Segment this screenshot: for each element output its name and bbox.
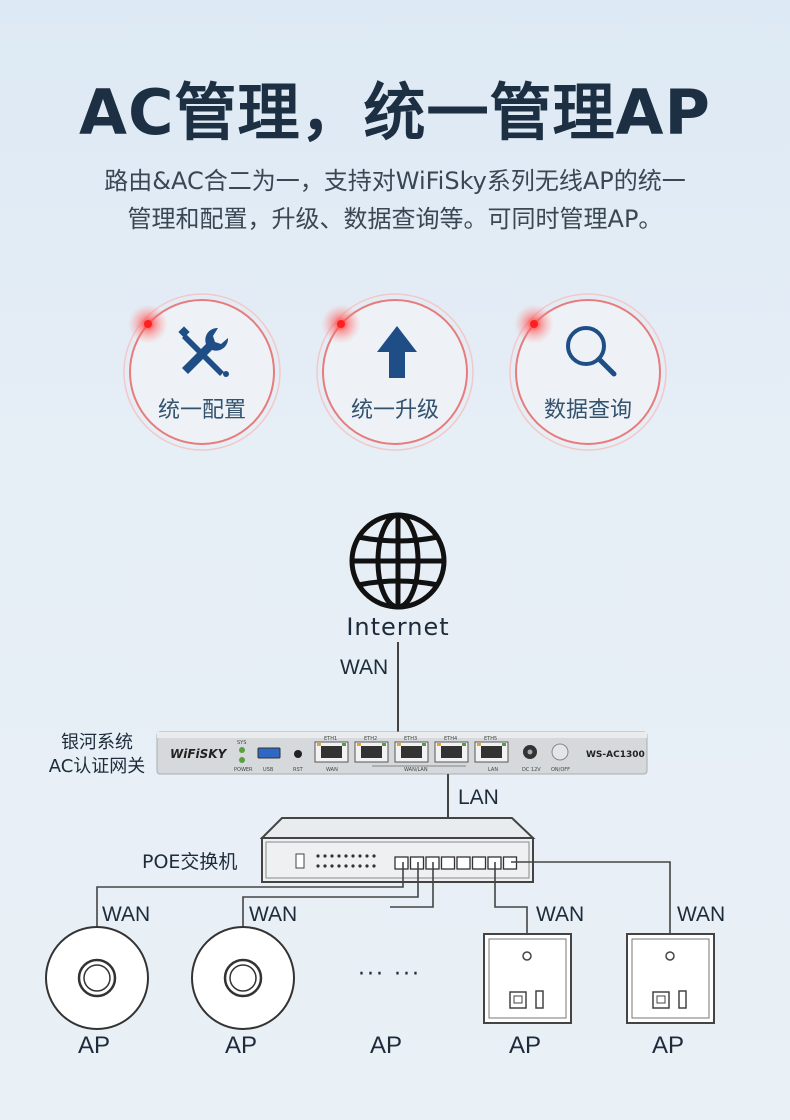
poe-led <box>372 854 376 858</box>
eth-port-1: ETH1 <box>314 736 349 763</box>
onoff-label: ON/OFF <box>551 767 570 773</box>
poe-led <box>372 864 376 868</box>
eth-port-label: ETH3 <box>404 736 417 742</box>
ap-label-2: AP <box>225 1032 258 1059</box>
feature-label: 数据查询 <box>543 398 632 423</box>
lan-label: LAN <box>458 786 499 809</box>
device-brand: WiFiSKY <box>170 747 228 761</box>
switch-cables <box>96 861 671 934</box>
ap-wan-label-4: WAN <box>677 903 726 926</box>
ap-label-4: AP <box>509 1032 542 1059</box>
poe-led <box>344 854 348 858</box>
subtitle-line-2: 管理和配置，升级、数据查询等。可同时管理AP。 <box>127 205 663 233</box>
poe-power-led <box>295 853 305 869</box>
poe-port <box>471 856 487 870</box>
poe-port <box>394 856 409 870</box>
internet-label: Internet <box>346 613 449 641</box>
poe-led <box>323 854 327 858</box>
poe-switch-device <box>259 817 536 883</box>
ac-label-line-2: AC认证网关 <box>48 756 146 777</box>
eth-port-3: ETH3 <box>394 736 429 763</box>
eth-port-label: ETH1 <box>324 736 337 742</box>
eth1-sub-label: WAN <box>326 767 338 773</box>
poe-led <box>358 854 362 858</box>
eth-port-4: ETH4 <box>434 736 469 763</box>
poe-led <box>316 854 320 858</box>
poe-led <box>365 854 369 858</box>
ac-label-line-1: 银河系统 <box>61 732 133 753</box>
poe-led <box>330 864 334 868</box>
page-subtitle: 路由&AC合二为一，支持对WiFiSky系列无线AP的统一 管理和配置，升级、数… <box>60 162 730 238</box>
poe-port <box>409 856 425 870</box>
globe-icon <box>349 512 447 610</box>
poe-port <box>440 856 456 870</box>
eth-port-label: ETH5 <box>484 736 497 742</box>
ceiling-ap-2 <box>191 926 295 1030</box>
power-label: POWER <box>234 767 253 773</box>
feature-label: 统一配置 <box>157 398 246 423</box>
ac-gateway-device: WiFiSKY SYS POWER USB RST ETH1 ETH2 ETH3 ET… <box>156 731 648 775</box>
poe-led <box>351 854 355 858</box>
device-model: WS-AC1300 <box>586 750 645 760</box>
poe-port <box>502 856 518 870</box>
feature-circle <box>123 293 281 451</box>
usb-label: USB <box>263 767 274 773</box>
ap-wan-label-3: WAN <box>536 903 585 926</box>
wrench-screwdriver-icon <box>178 326 229 377</box>
poe-led <box>316 864 320 868</box>
poe-led <box>358 864 362 868</box>
poe-switch-label: POE交换机 <box>142 851 238 873</box>
eth-port-label: ETH4 <box>444 736 457 742</box>
eth-port-5: ETH5 <box>474 736 509 763</box>
subtitle-line-1: 路由&AC合二为一，支持对WiFiSky系列无线AP的统一 <box>104 167 686 195</box>
ap-label-3: AP <box>370 1032 403 1059</box>
wanlan-sub-label: WAN/LAN <box>404 767 428 773</box>
feature-config: 统一配置 <box>122 292 282 452</box>
dc-label: DC 12V <box>522 767 541 773</box>
arrow-up-icon <box>377 326 417 378</box>
poe-led <box>351 864 355 868</box>
sys-label: SYS <box>237 740 246 746</box>
feature-circle <box>509 293 667 451</box>
eth5-sub-label: LAN <box>488 767 498 773</box>
poe-led <box>337 854 341 858</box>
feature-label: 统一升级 <box>350 398 439 423</box>
eth-port-label: ETH2 <box>364 736 377 742</box>
ap-label-1: AP <box>78 1032 111 1059</box>
poe-led <box>330 854 334 858</box>
poe-led <box>337 864 341 868</box>
wan-label: WAN <box>340 656 388 679</box>
poe-led <box>344 864 348 868</box>
ap-ellipsis: ··· ··· <box>358 962 421 987</box>
ap-wan-label-1: WAN <box>102 903 151 926</box>
wall-ap-1 <box>483 933 572 1024</box>
poe-led <box>365 864 369 868</box>
ac-gateway-label: 银河系统 AC认证网关 <box>38 731 156 779</box>
ap-wan-label-2: WAN <box>249 903 298 926</box>
rst-label: RST <box>293 767 304 773</box>
feature-upgrade: 统一升级 <box>315 292 475 452</box>
poe-port <box>456 856 471 870</box>
feature-query: 数据查询 <box>508 292 668 452</box>
ap-label-5: AP <box>652 1032 685 1059</box>
wall-ap-2 <box>626 933 715 1024</box>
poe-led <box>323 864 327 868</box>
eth-port-2: ETH2 <box>354 736 389 763</box>
page-title: AC管理，统一管理AP <box>79 76 711 149</box>
ceiling-ap-1 <box>45 926 149 1030</box>
magnifier-icon <box>566 326 617 377</box>
